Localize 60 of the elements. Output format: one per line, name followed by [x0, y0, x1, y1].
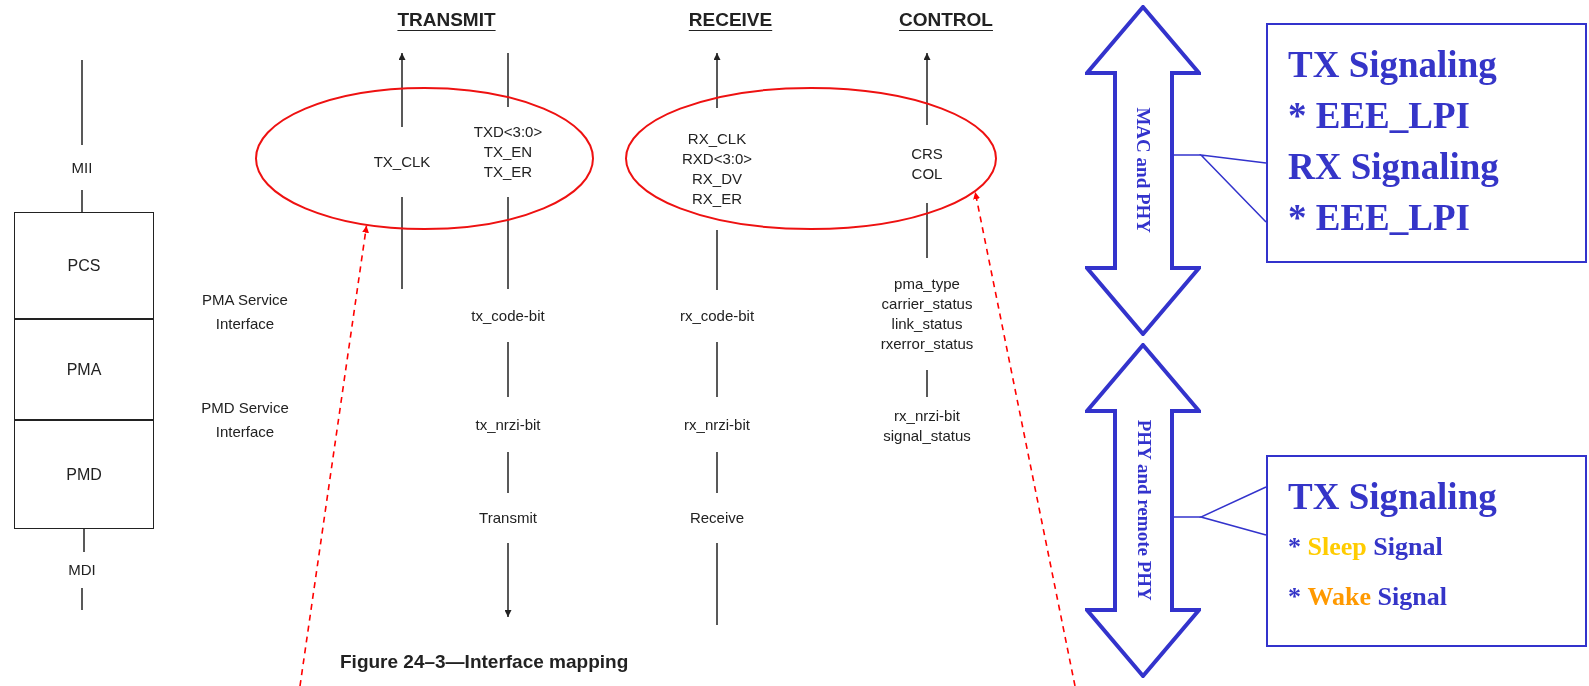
connector-line — [507, 451, 509, 494]
connector-line — [81, 587, 83, 611]
signal-label: tx_nrzi-bit — [475, 414, 541, 435]
callout-text: * EEE_LPI — [1288, 196, 1471, 240]
leader-line — [1198, 486, 1267, 536]
signal-label: rx_code-bit — [679, 306, 755, 326]
connector-line — [716, 341, 718, 398]
signal-label: tx_code-bit — [471, 305, 545, 326]
signal-label: RX_CLK RXD<3:0> RX_DV RX_ER — [680, 129, 753, 209]
arrow — [504, 542, 512, 618]
arrow-label: MAC and PHY — [1132, 107, 1156, 234]
connector-line — [716, 542, 718, 626]
signal-label: pma_type carrier_status link_status rxerror_status — [879, 274, 975, 354]
connector-line — [716, 451, 718, 494]
connector-line — [716, 229, 718, 291]
figure-caption: Figure 24–3—Interface mapping — [340, 650, 629, 674]
layer-box — [14, 420, 154, 529]
column-heading: TRANSMIT — [397, 8, 496, 32]
column-heading: RECEIVE — [688, 8, 773, 32]
signal-label: rx_nrzi-bit signal_status — [882, 406, 972, 446]
interface-label: PMD Service Interface — [200, 398, 290, 442]
callout-box — [1266, 23, 1587, 263]
callout-text: RX Signaling — [1288, 145, 1500, 189]
layer-label: PMA — [66, 359, 102, 380]
layer-label: PCS — [67, 255, 101, 276]
connector-line — [926, 369, 928, 398]
interface-label: MDI — [68, 560, 96, 580]
connector-line — [81, 189, 83, 213]
connector-line — [81, 59, 83, 146]
layer-box — [14, 319, 154, 420]
pointer-arrow — [973, 191, 1076, 686]
callout-text: * EEE_LPI — [1288, 94, 1471, 138]
callout-text: TX Signaling — [1288, 475, 1498, 519]
arrow — [713, 52, 721, 109]
column-heading: CONTROL — [899, 8, 993, 32]
signal-label: TXD<3:0> TX_EN TX_ER — [472, 122, 544, 182]
arrow-label: PHY and remote PHY — [1132, 420, 1156, 601]
signal-label: Transmit — [479, 508, 537, 528]
pointer-arrow — [299, 224, 369, 686]
connector-line — [507, 52, 509, 108]
connector-line — [507, 341, 509, 398]
layer-box — [14, 212, 154, 319]
connector-line — [507, 196, 509, 290]
arrow — [923, 52, 931, 126]
callout-text: TX Signaling — [1288, 43, 1498, 87]
signal-label: TX_CLK — [373, 152, 431, 172]
connector-line — [401, 196, 403, 290]
signal-label: CRS COL — [910, 144, 944, 184]
connector-line — [926, 202, 928, 259]
signal-label: Receive — [689, 508, 745, 528]
interface-label: MII — [71, 157, 93, 178]
callout-text: *Sleep Signal — [1288, 531, 1444, 563]
layer-label: PMD — [66, 464, 102, 485]
interface-label: PMA Service Interface — [201, 290, 289, 334]
leader-line — [1199, 154, 1267, 223]
signal-label: rx_nrzi-bit — [684, 414, 750, 435]
callout-text: *Wake Signal — [1288, 581, 1448, 613]
arrow — [398, 52, 406, 128]
connector-line — [83, 528, 85, 553]
callout-box — [1266, 455, 1587, 647]
